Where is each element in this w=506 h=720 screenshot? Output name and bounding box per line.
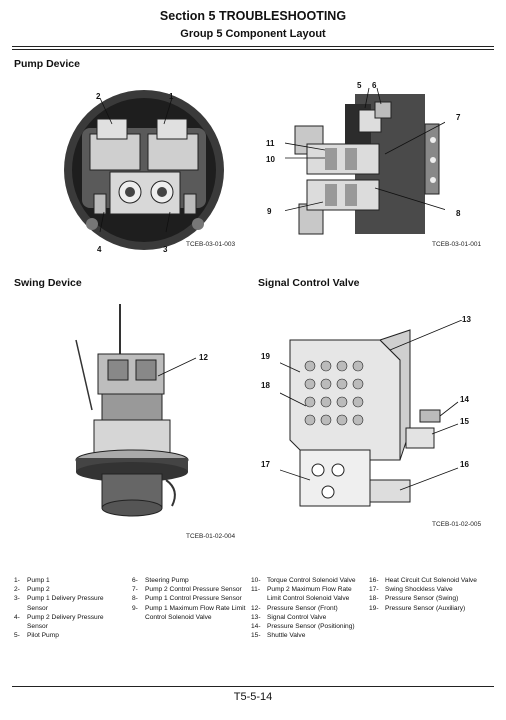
callout-12: 12 [199, 353, 208, 362]
callout-15: 15 [460, 417, 469, 426]
page-number: T5-5-14 [233, 691, 273, 703]
legend-item: 11-Pump 2 Maximum Flow Rate Limit Contro… [251, 586, 352, 603]
legend-item: 14-Pressure Sensor (Positioning) [251, 623, 355, 631]
legend-item: 13-Signal Control Valve [251, 613, 327, 621]
footer-rule [12, 686, 494, 687]
callout-6: 6 [372, 81, 377, 90]
legend-column-2: 6-Steering Pump 7-Pump 2 Control Pressur… [132, 576, 248, 622]
callout-16: 16 [460, 460, 469, 469]
swing-device-figure [75, 304, 197, 517]
callout-17: 17 [261, 460, 270, 469]
pump-device-front-figure [64, 90, 224, 250]
swing-device-heading: Swing Device [14, 277, 82, 289]
callout-7: 7 [456, 113, 461, 122]
callout-4: 4 [97, 245, 102, 254]
callout-18: 18 [261, 381, 270, 390]
callout-3: 3 [163, 245, 168, 254]
legend-item: 6-Steering Pump [132, 577, 189, 584]
legend-item: 2-Pump 2 [14, 586, 50, 594]
pump-device-side-figure [285, 87, 445, 235]
legend-column-4: 16-Heat Circuit Cut Solenoid Valve 17-Sw… [369, 576, 495, 613]
callout-13: 13 [462, 315, 471, 324]
callout-5: 5 [357, 81, 362, 90]
group-title: Group 5 Component Layout [180, 28, 326, 40]
header-rule-thin [12, 49, 494, 50]
legend-column-1: 1-Pump 1 2-Pump 2 3-Pump 1 Delivery Pres… [14, 576, 126, 640]
legend-item: 12-Pressure Sensor (Front) [251, 604, 338, 612]
signal-control-valve-heading: Signal Control Valve [258, 277, 360, 289]
figure-code-signal: TCEB-01-02-005 [432, 521, 482, 528]
legend-item: 3-Pump 1 Delivery Pressure Sensor [14, 595, 104, 612]
legend-column-3: 10-Torque Control Solenoid Valve 11-Pump… [251, 576, 365, 640]
legend-item: 4-Pump 2 Delivery Pressure Sensor [14, 613, 104, 631]
legend-item: 18-Pressure Sensor (Swing) [369, 595, 459, 603]
legend-item: 10-Torque Control Solenoid Valve [251, 577, 356, 584]
callout-8: 8 [456, 209, 461, 218]
callout-1: 1 [169, 92, 174, 101]
legend-item: 15-Shuttle Valve [251, 632, 306, 640]
legend-item: 7-Pump 2 Control Pressure Sensor [132, 586, 242, 594]
legend-item: 1-Pump 1 [14, 577, 50, 584]
callout-2: 2 [96, 92, 101, 101]
callout-11: 11 [266, 139, 275, 148]
legend-item: 8-Pump 1 Control Pressure Sensor [132, 595, 242, 603]
legend-item: 19-Pressure Sensor (Auxiliary) [369, 604, 466, 612]
figure-code-swing: TCEB-01-02-004 [186, 533, 236, 540]
figure-code-pump-left: TCEB-03-01-003 [186, 241, 236, 248]
callout-9: 9 [267, 207, 272, 216]
callout-10: 10 [266, 155, 275, 164]
legend-item: 5-Pilot Pump [14, 632, 59, 640]
signal-control-valve-figure [280, 320, 463, 507]
pump-device-heading: Pump Device [14, 58, 80, 70]
legend-item: 9-Pump 1 Maximum Flow Rate Limit Control… [132, 604, 246, 621]
figure-code-pump-right: TCEB-03-01-001 [432, 241, 482, 248]
section-title: Section 5 TROUBLESHOOTING [159, 9, 347, 23]
legend-item: 16-Heat Circuit Cut Solenoid Valve [369, 577, 477, 584]
callout-19: 19 [261, 352, 270, 361]
legend-item: 17-Swing Shockless Valve [369, 586, 453, 594]
header-rule [12, 46, 494, 47]
callout-14: 14 [460, 395, 469, 404]
